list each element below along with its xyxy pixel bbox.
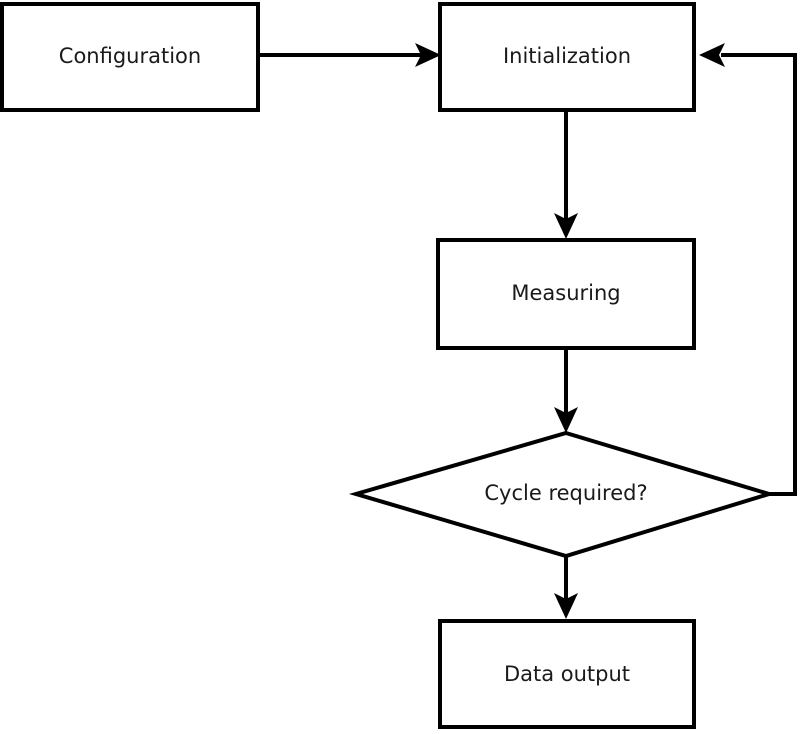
- arrowhead-down-into-cycle-required: [554, 407, 578, 433]
- node-initialization[interactable]: Initialization: [438, 2, 696, 112]
- edge-line-feedback-loop: [721, 53, 797, 496]
- arrowhead-down-into-measuring: [554, 213, 578, 239]
- node-shape-data-output[interactable]: [438, 619, 696, 729]
- node-label-configuration: Configuration: [59, 44, 201, 68]
- edge-configuration-to-initialization: [258, 43, 441, 67]
- node-shape-cycle-required[interactable]: [348, 430, 776, 559]
- node-label-measuring: Measuring: [511, 281, 620, 305]
- arrowhead-right-into-initialization: [415, 43, 441, 67]
- node-measuring[interactable]: Measuring: [436, 238, 696, 350]
- node-data-output[interactable]: Data output: [438, 619, 696, 729]
- edge-cycle-required-to-data-output: [554, 556, 578, 619]
- node-configuration[interactable]: Configuration: [0, 2, 260, 112]
- edge-initialization-to-measuring: [554, 111, 578, 239]
- node-shape-configuration[interactable]: [0, 2, 260, 112]
- arrowhead-down-into-data-output: [554, 593, 578, 619]
- edge-measuring-to-cycle-required: [554, 350, 578, 433]
- node-cycle-required[interactable]: Cycle required?: [348, 430, 776, 559]
- node-label-initialization: Initialization: [503, 44, 631, 68]
- node-shape-measuring[interactable]: [436, 238, 696, 350]
- arrowhead-left-into-initialization: [699, 43, 725, 67]
- node-label-cycle-required: Cycle required?: [484, 481, 647, 505]
- edge-cycle-required-to-initialization-feedback: [699, 43, 797, 496]
- node-shape-initialization[interactable]: [438, 2, 696, 112]
- node-label-data-output: Data output: [504, 662, 630, 686]
